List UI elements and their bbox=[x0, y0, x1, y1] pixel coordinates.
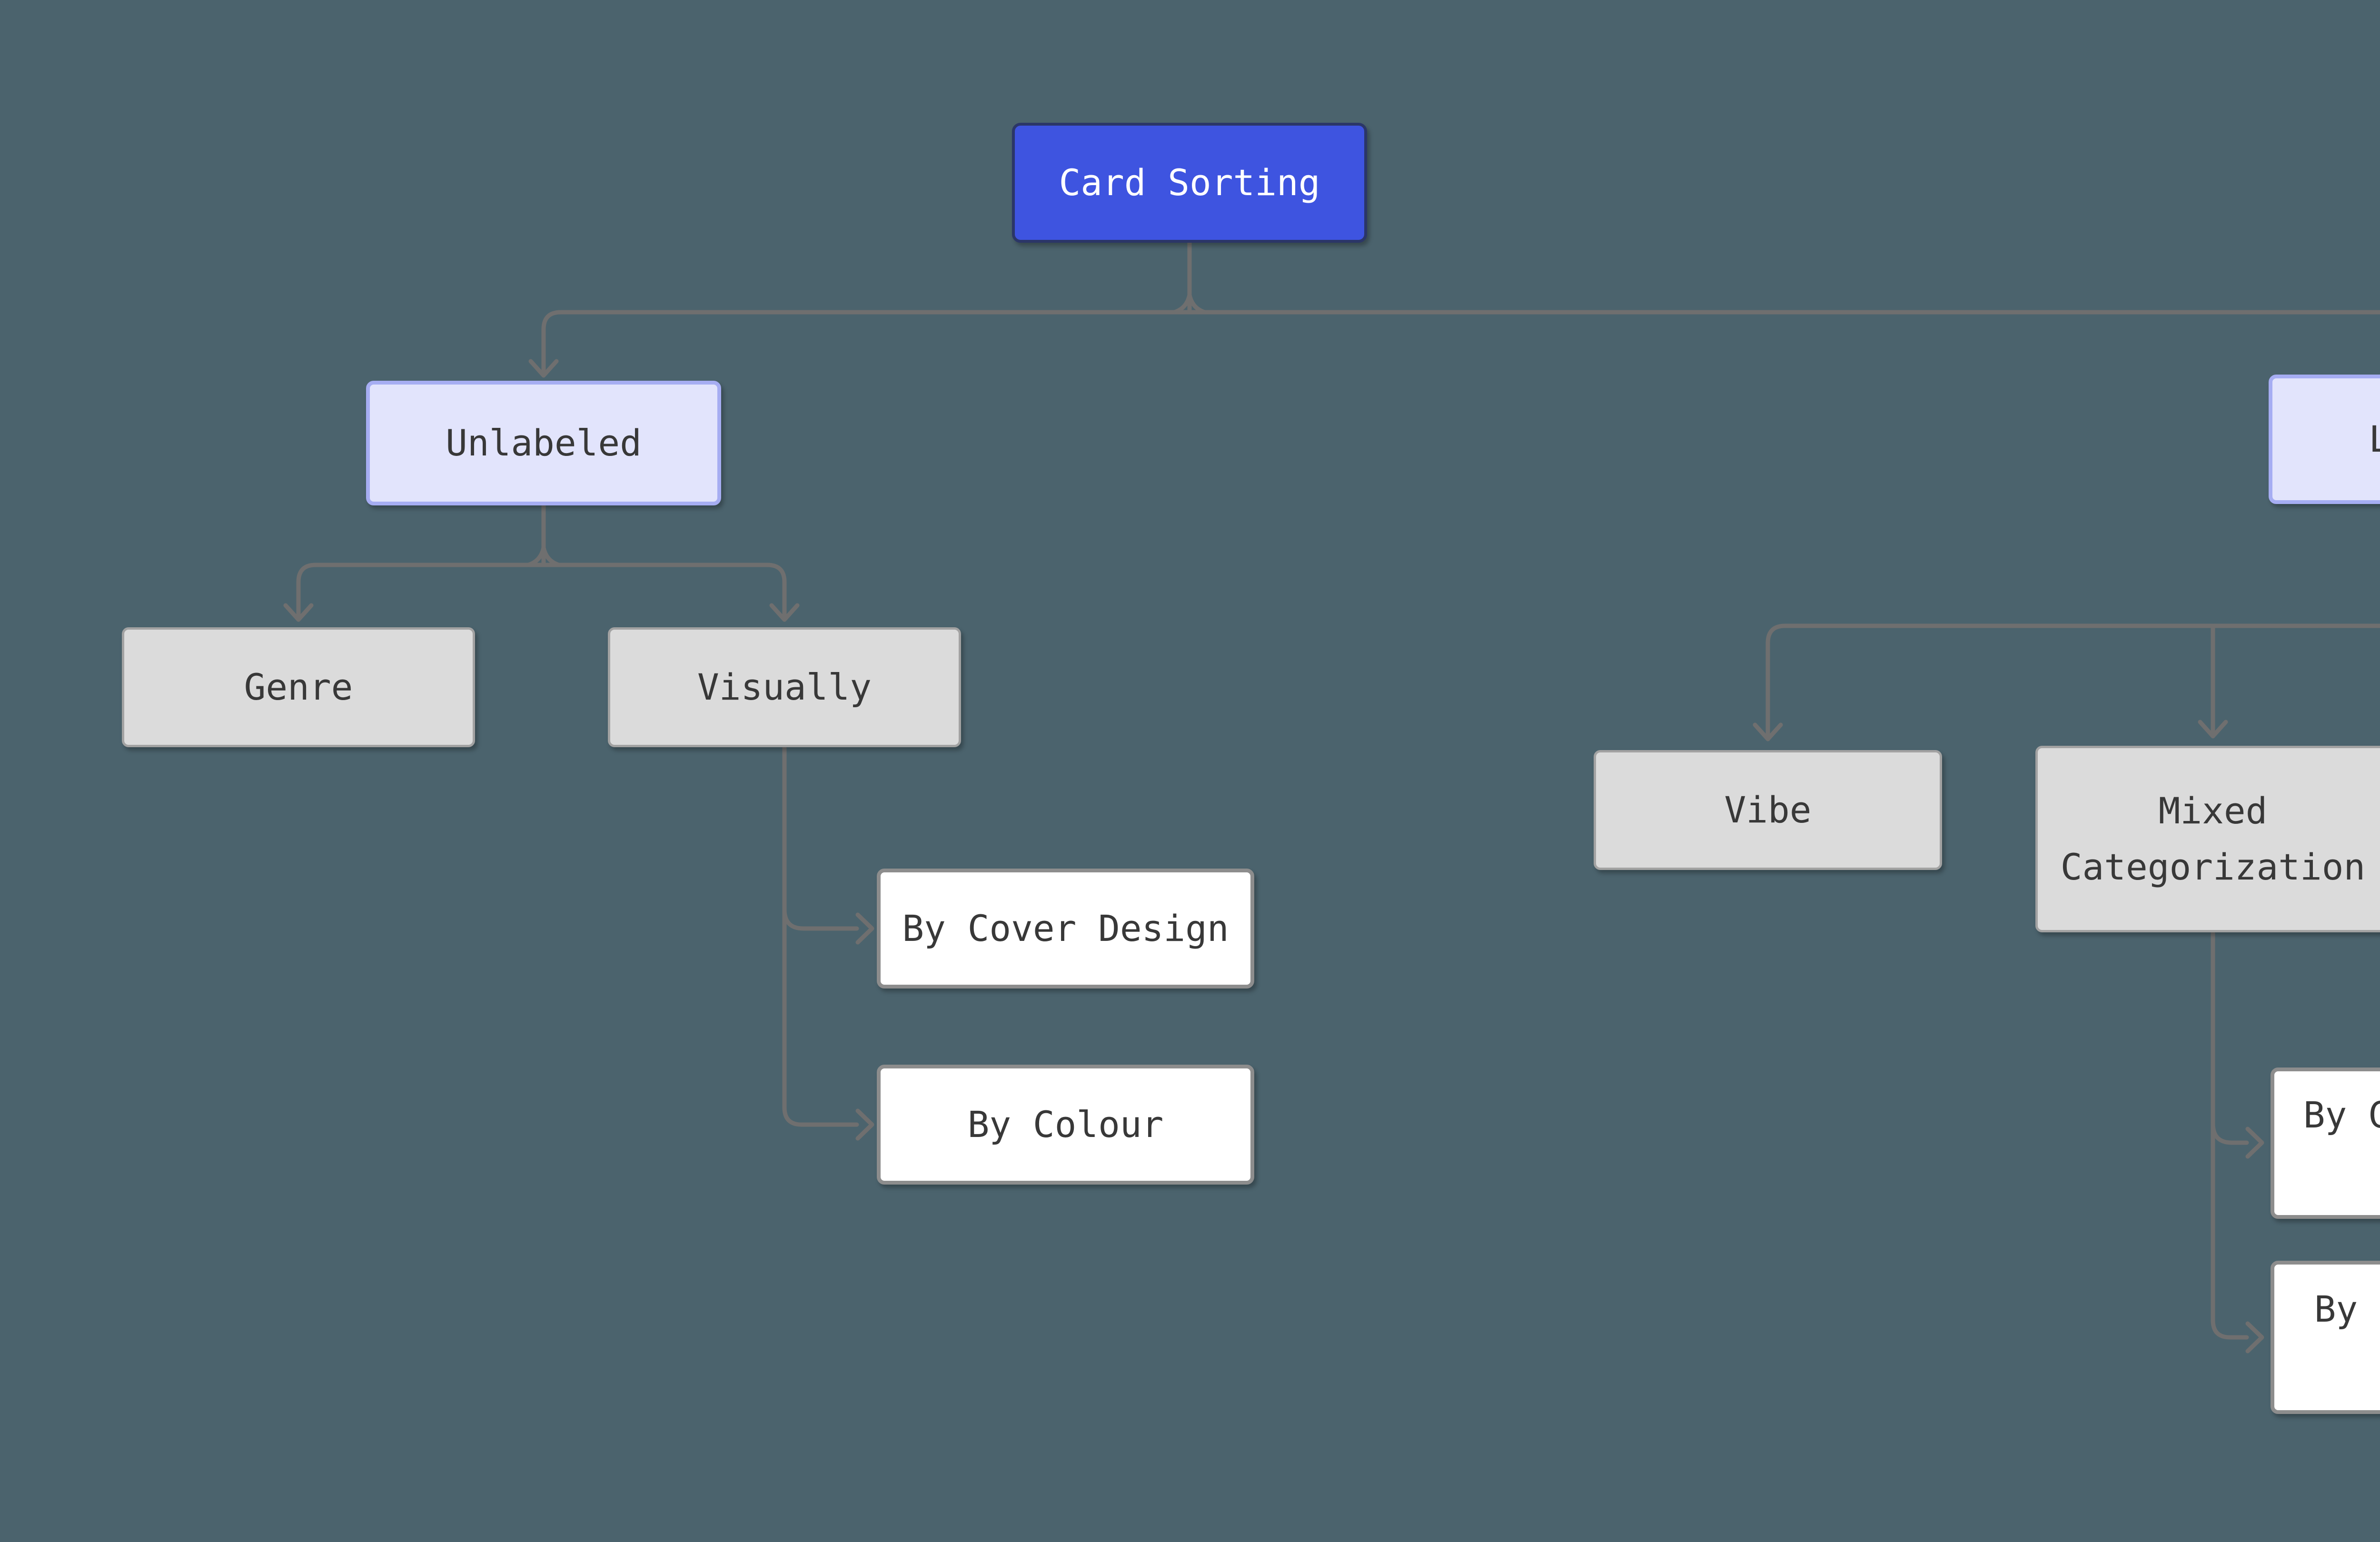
node-mixed-categorization[interactable]: Mixed Categorization bbox=[2035, 746, 2380, 932]
node-vibe[interactable]: Vibe bbox=[1594, 750, 1942, 870]
connector-cardsorting-split bbox=[541, 310, 2380, 376]
node-by-cover-design-label: By Cover Design bbox=[902, 907, 1229, 950]
arrowhead-into-by-colour bbox=[855, 1108, 874, 1141]
node-genre-label: Genre bbox=[244, 666, 353, 709]
node-by-genre-visual-series-condition-label: By Genre Visual, Series, and Condition bbox=[2303, 1094, 2380, 1137]
connector-visually-chain bbox=[782, 746, 859, 1127]
connector-mixed-branch bbox=[2211, 1121, 2249, 1145]
connector-tee-flare bbox=[1172, 293, 1192, 315]
node-labeled-label: Labeled bbox=[2369, 418, 2380, 461]
connector-mixed-chain bbox=[2211, 930, 2249, 1340]
arrowhead-into-visually bbox=[769, 603, 800, 622]
arrowhead-into-genre bbox=[283, 603, 314, 622]
node-visually-label: Visually bbox=[697, 666, 872, 709]
connector-labeled-split bbox=[1765, 623, 2380, 739]
node-by-cover-design[interactable]: By Cover Design bbox=[877, 869, 1254, 988]
arrowhead-into-unlabeled bbox=[528, 359, 559, 378]
node-genre[interactable]: Genre bbox=[122, 627, 475, 747]
node-visually[interactable]: Visually bbox=[608, 627, 961, 747]
connector-tee-flare bbox=[541, 545, 561, 567]
node-card-sorting[interactable]: Card Sorting bbox=[1012, 123, 1367, 243]
arrowhead-into-mixed bbox=[2198, 720, 2228, 739]
node-unlabeled[interactable]: Unlabeled bbox=[366, 381, 721, 505]
node-by-genre-decreasing-year-label: By Genre and decreasing Publishing Year bbox=[2314, 1288, 2380, 1331]
connector-tee-flare bbox=[526, 545, 546, 567]
node-vibe-label: Vibe bbox=[1724, 789, 1812, 831]
arrowhead-into-by-cover-design bbox=[855, 912, 874, 945]
arrowhead-into-by-genre-visual bbox=[2245, 1127, 2264, 1159]
connector-tee-flare bbox=[1187, 293, 1207, 315]
arrowhead-into-by-genre-year bbox=[2245, 1321, 2264, 1354]
node-by-genre-visual-series-condition[interactable]: By Genre Visual, Series, and Condition bbox=[2271, 1068, 2380, 1219]
node-unlabeled-label: Unlabeled bbox=[446, 422, 642, 465]
node-by-genre-decreasing-year[interactable]: By Genre and decreasing Publishing Year bbox=[2271, 1261, 2380, 1414]
arrowhead-into-vibe bbox=[1753, 722, 1783, 741]
node-labeled[interactable]: Labeled bbox=[2269, 375, 2380, 504]
connector-visually-branch bbox=[782, 907, 859, 931]
node-card-sorting-label: Card Sorting bbox=[1059, 161, 1320, 204]
connector-unlabeled-split bbox=[296, 563, 787, 619]
node-by-colour[interactable]: By Colour bbox=[877, 1065, 1254, 1185]
node-mixed-categorization-label: Mixed Categorization bbox=[2060, 790, 2366, 888]
node-by-colour-label: By Colour bbox=[967, 1103, 1164, 1146]
